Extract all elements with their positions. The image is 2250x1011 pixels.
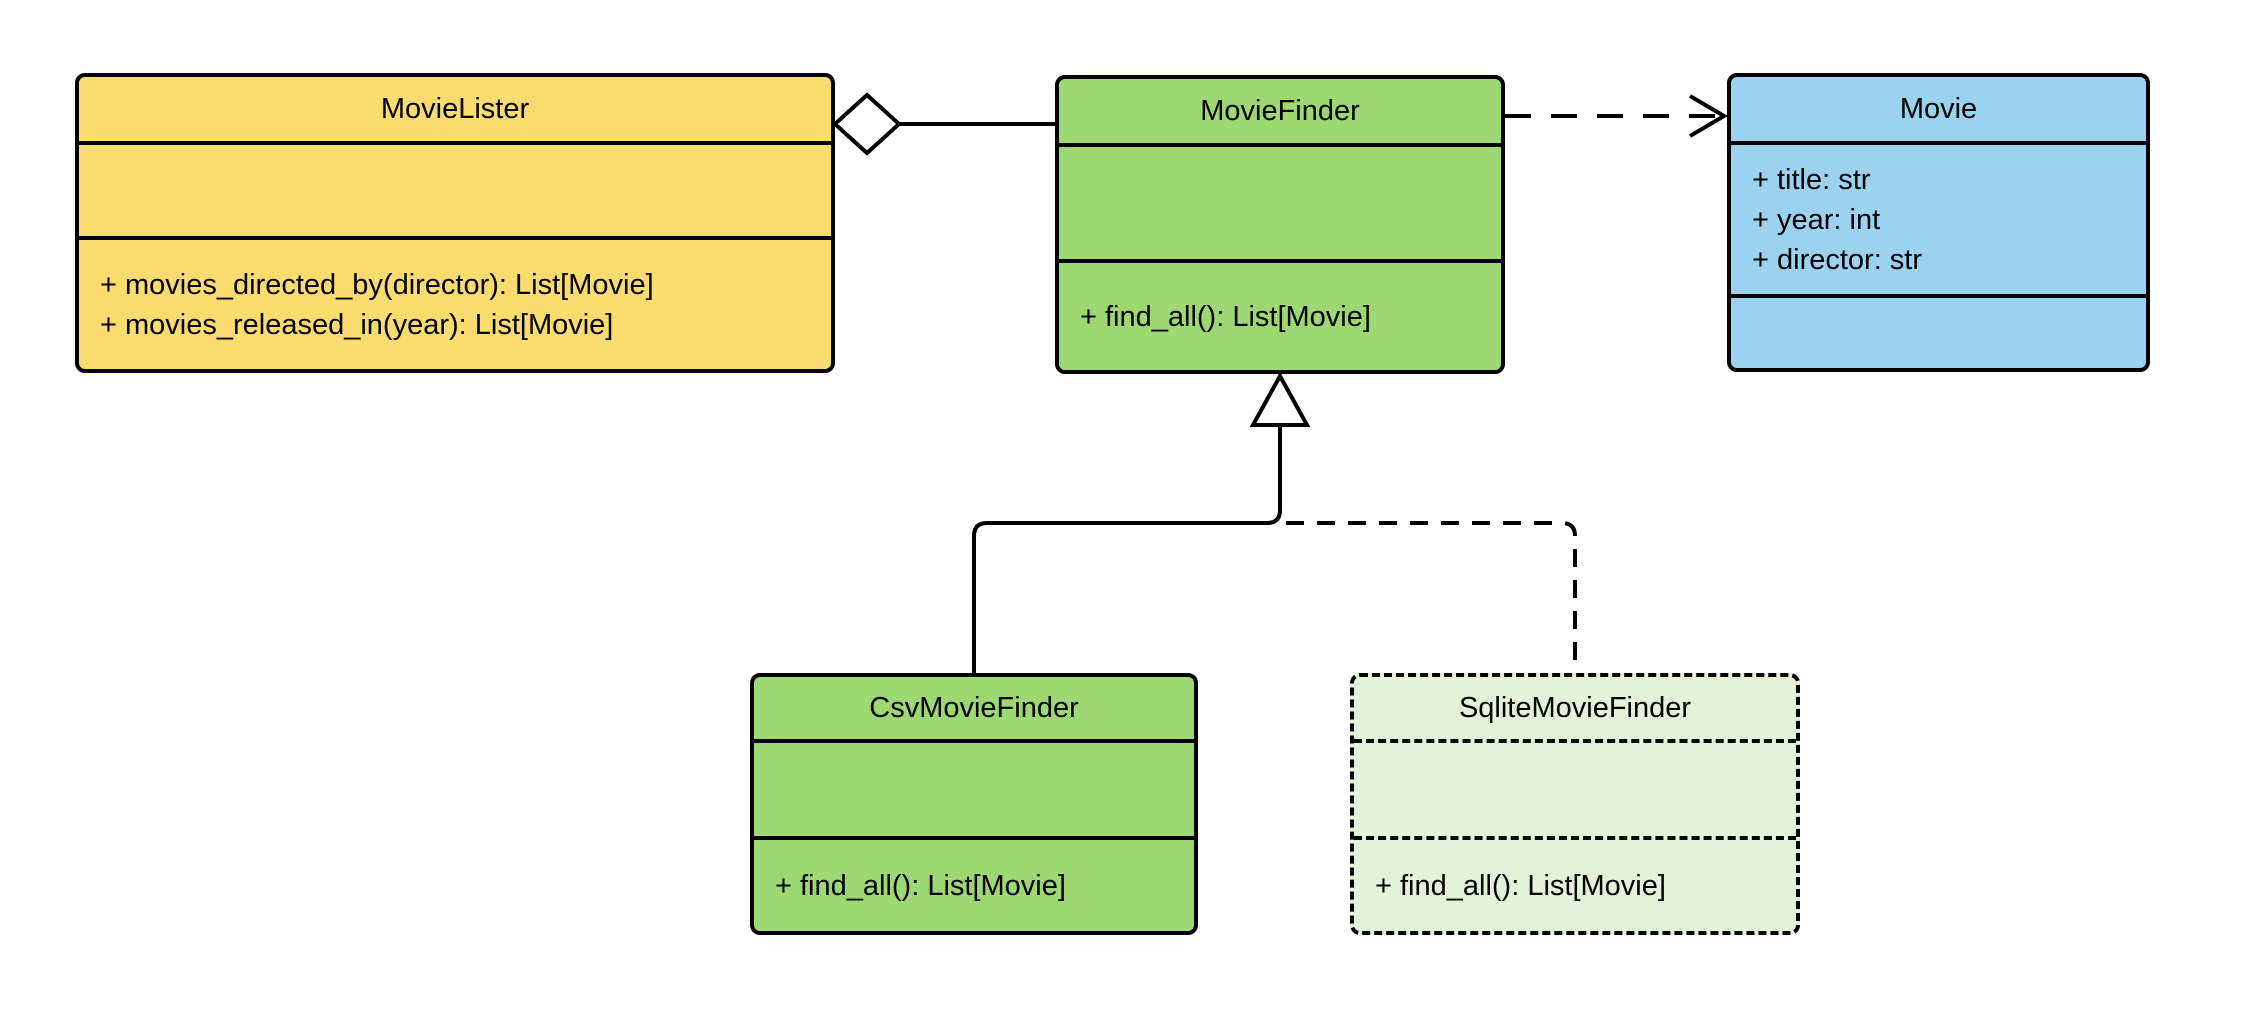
class-methods-sqlite-movie-finder: + find_all(): List[Movie]	[1354, 836, 1796, 931]
attribute-line: + director: str	[1752, 243, 1923, 276]
class-title-movie: Movie	[1899, 92, 1978, 125]
class-methods-movie	[1731, 294, 2146, 368]
method-line: + movies_directed_by(director): List[Mov…	[100, 268, 654, 301]
inheritance-line-solid	[972, 425, 1282, 673]
class-title-csv-movie-finder: CsvMovieFinder	[869, 691, 1079, 724]
class-methods-csv-movie-finder: + find_all(): List[Movie]	[754, 836, 1194, 931]
class-attributes-movie-finder	[1059, 143, 1501, 259]
class-title-movie-lister: MovieLister	[380, 92, 530, 125]
method-line: + find_all(): List[Movie]	[1375, 869, 1666, 902]
class-methods-movie-lister: + movies_directed_by(director): List[Mov…	[79, 236, 831, 369]
method-line: + find_all(): List[Movie]	[1080, 300, 1371, 333]
class-attributes-movie: + title: str + year: int + director: str	[1731, 141, 2146, 294]
class-attributes-movie-lister	[79, 141, 831, 236]
class-attributes-sqlite-movie-finder	[1354, 739, 1796, 836]
class-box-movie: Movie + title: str + year: int + directo…	[1727, 73, 2150, 372]
class-box-csv-movie-finder: CsvMovieFinder + find_all(): List[Movie]	[750, 673, 1198, 935]
class-attributes-csv-movie-finder	[754, 739, 1194, 836]
inheritance-edge-solid	[972, 425, 1282, 673]
dependency-edge	[1505, 94, 1728, 138]
attribute-line: + year: int	[1752, 203, 1881, 236]
class-box-sqlite-movie-finder: SqliteMovieFinder + find_all(): List[Mov…	[1350, 673, 1800, 935]
aggregation-diamond-icon	[832, 92, 902, 156]
attribute-line: + title: str	[1752, 163, 1871, 196]
inheritance-triangle-icon	[1249, 371, 1311, 427]
class-title-movie-finder: MovieFinder	[1200, 94, 1360, 127]
method-line: + find_all(): List[Movie]	[775, 869, 1066, 902]
aggregation-edge	[832, 92, 1055, 156]
class-title-sqlite-movie-finder: SqliteMovieFinder	[1458, 691, 1692, 724]
dependency-arrowhead-icon	[1688, 94, 1728, 138]
class-box-movie-lister: MovieLister + movies_directed_by(directo…	[75, 73, 835, 373]
class-box-movie-finder: MovieFinder + find_all(): List[Movie]	[1055, 75, 1505, 374]
inheritance-line-dashed	[1286, 521, 1577, 671]
inheritance-edge-dashed	[1286, 521, 1577, 671]
class-methods-movie-finder: + find_all(): List[Movie]	[1059, 259, 1501, 370]
method-line: + movies_released_in(year): List[Movie]	[100, 308, 614, 341]
